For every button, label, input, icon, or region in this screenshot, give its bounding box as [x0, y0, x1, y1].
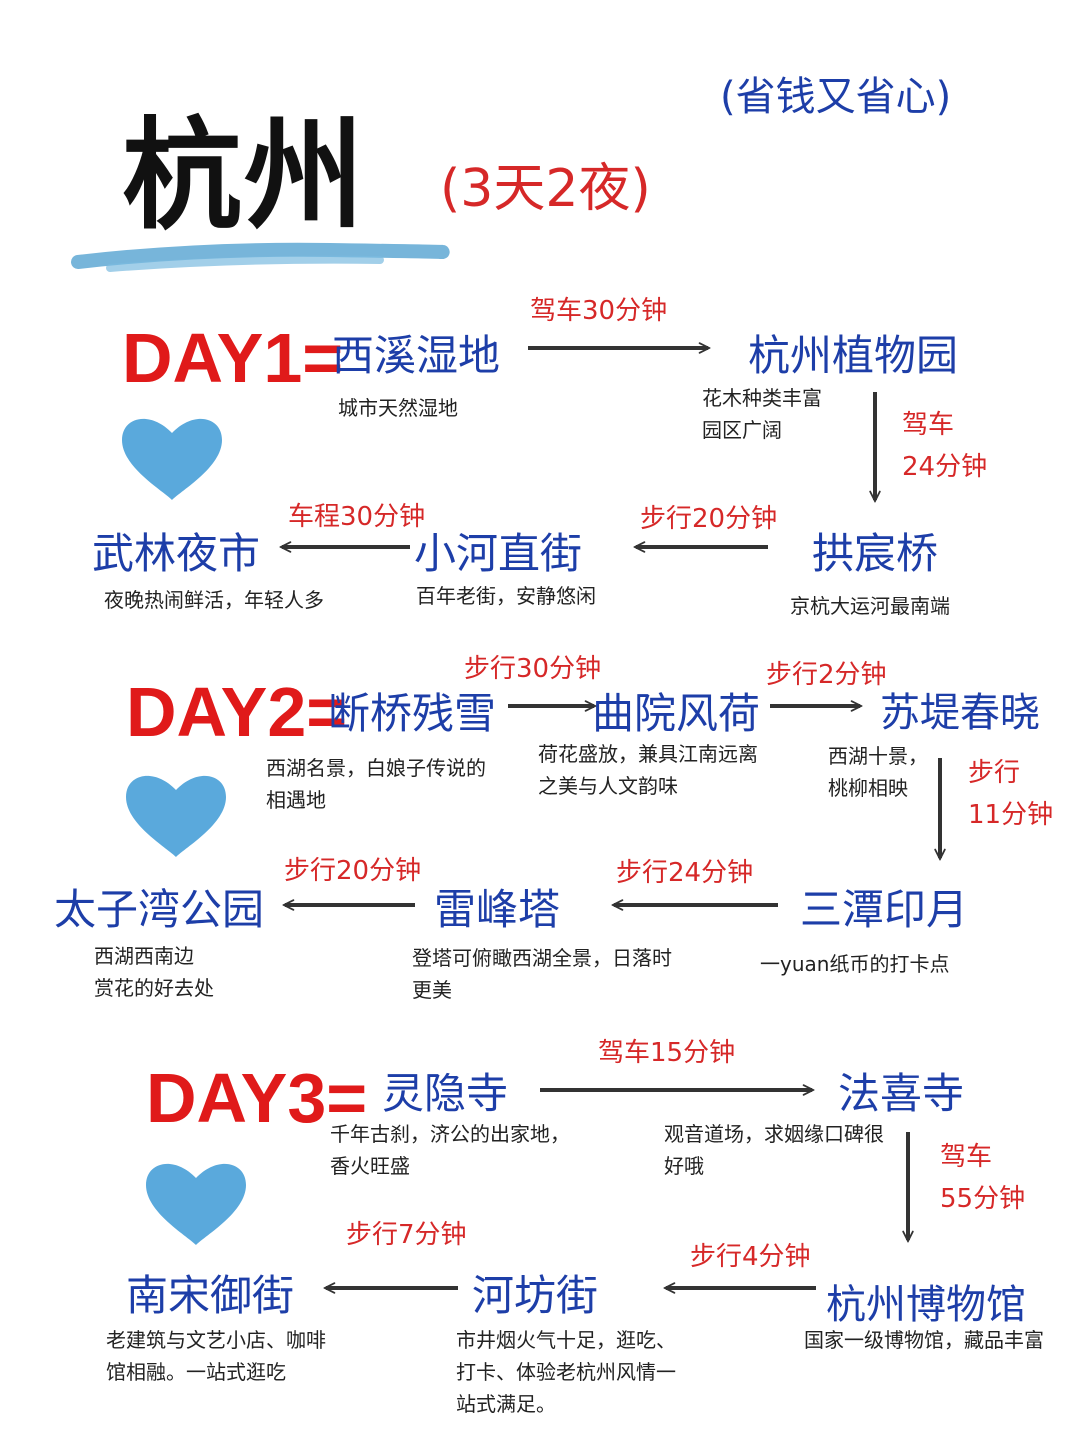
trip-duration: (3天2夜)	[440, 159, 651, 219]
note-quyuan-lotus: 荷花盛放，兼具江南远离之美与人文韵味	[538, 742, 758, 798]
tagline: (省钱又省心)	[720, 74, 952, 120]
transit-day3-2: 驾车 55分钟	[940, 1142, 1026, 1214]
place-hefang-street: 河坊街	[472, 1271, 599, 1320]
place-gongchen-bridge: 拱宸桥	[812, 529, 939, 578]
note-xiaohe-street: 百年老街，安静悠闲	[416, 584, 596, 608]
note-gongchen-bridge: 京杭大运河最南端	[790, 594, 950, 618]
note-botanical-garden: 花木种类丰富 园区广阔	[702, 386, 822, 442]
note-broken-bridge: 西湖名景，白娘子传说的相遇地	[266, 756, 486, 812]
transit-day3-1: 驾车15分钟	[598, 1038, 736, 1068]
note-hefang-street: 市井烟火气十足，逛吃、打卡、体验老杭州风情一站式满足。	[456, 1328, 676, 1416]
heart-icon	[126, 775, 226, 857]
transit-day2-1: 步行30分钟	[464, 654, 602, 684]
page-title: 杭州	[122, 107, 366, 246]
place-broken-bridge: 断桥残雪	[328, 689, 497, 738]
note-sudi-spring: 西湖十景， 桃柳相映	[828, 744, 928, 800]
note-wulin-night-market: 夜晚热闹鲜活，年轻人多	[104, 588, 324, 612]
note-lingyin-temple: 千年古刹，济公的出家地，香火旺盛	[330, 1122, 570, 1178]
place-botanical-garden: 杭州植物园	[748, 331, 959, 380]
place-quyuan-lotus: 曲院风荷	[592, 689, 761, 738]
place-santan-yinyue: 三潭印月	[800, 885, 969, 934]
note-leifeng-pagoda: 登塔可俯瞰西湖全景，日落时更美	[412, 946, 672, 1002]
note-faxi-temple: 观音道场，求姻缘口碑很好哦	[664, 1122, 884, 1178]
transit-day3-3: 步行4分钟	[690, 1242, 811, 1272]
transit-day3-4: 步行7分钟	[346, 1220, 467, 1250]
transit-day1-4: 车程30分钟	[288, 502, 426, 532]
note-nansong-imperial-street: 老建筑与文艺小店、咖啡馆相融。一站式逛吃	[106, 1328, 326, 1384]
transit-day2-2: 步行2分钟	[766, 660, 887, 690]
place-taiziwan-park: 太子湾公园	[54, 885, 265, 934]
transit-day2-4: 步行24分钟	[616, 858, 754, 888]
place-nansong-imperial-street: 南宋御街	[126, 1271, 295, 1320]
transit-day1-1: 驾车30分钟	[530, 296, 668, 326]
transit-day1-2: 驾车 24分钟	[902, 410, 988, 482]
day1-label: DAY1=	[122, 319, 344, 397]
day3-label: DAY3=	[146, 1059, 368, 1137]
place-wulin-night-market: 武林夜市	[92, 529, 261, 578]
place-lingyin-temple: 灵隐寺	[382, 1069, 509, 1118]
heart-icon	[122, 418, 222, 500]
transit-day1-3: 步行20分钟	[640, 504, 778, 534]
note-santan-yinyue: 一yuan纸币的打卡点	[760, 952, 950, 976]
place-faxi-temple: 法喜寺	[838, 1069, 965, 1118]
transit-day2-3: 步行 11分钟	[968, 758, 1054, 830]
transit-day2-5: 步行20分钟	[284, 856, 422, 886]
place-hangzhou-museum: 杭州博物馆	[826, 1282, 1026, 1328]
note-taiziwan-park: 西湖西南边 赏花的好去处	[94, 944, 214, 1000]
note-xixi-wetland: 城市天然湿地	[338, 396, 458, 420]
place-sudi-spring: 苏堤春晓	[880, 690, 1040, 736]
note-hangzhou-museum: 国家一级博物馆，藏品丰富	[804, 1328, 1044, 1352]
place-xiaohe-street: 小河直街	[414, 529, 583, 578]
place-xixi-wetland: 西溪湿地	[332, 331, 501, 380]
brush-stroke	[71, 242, 450, 272]
place-leifeng-pagoda: 雷峰塔	[434, 885, 561, 934]
day2-label: DAY2=	[126, 673, 348, 751]
heart-icon	[146, 1163, 246, 1245]
